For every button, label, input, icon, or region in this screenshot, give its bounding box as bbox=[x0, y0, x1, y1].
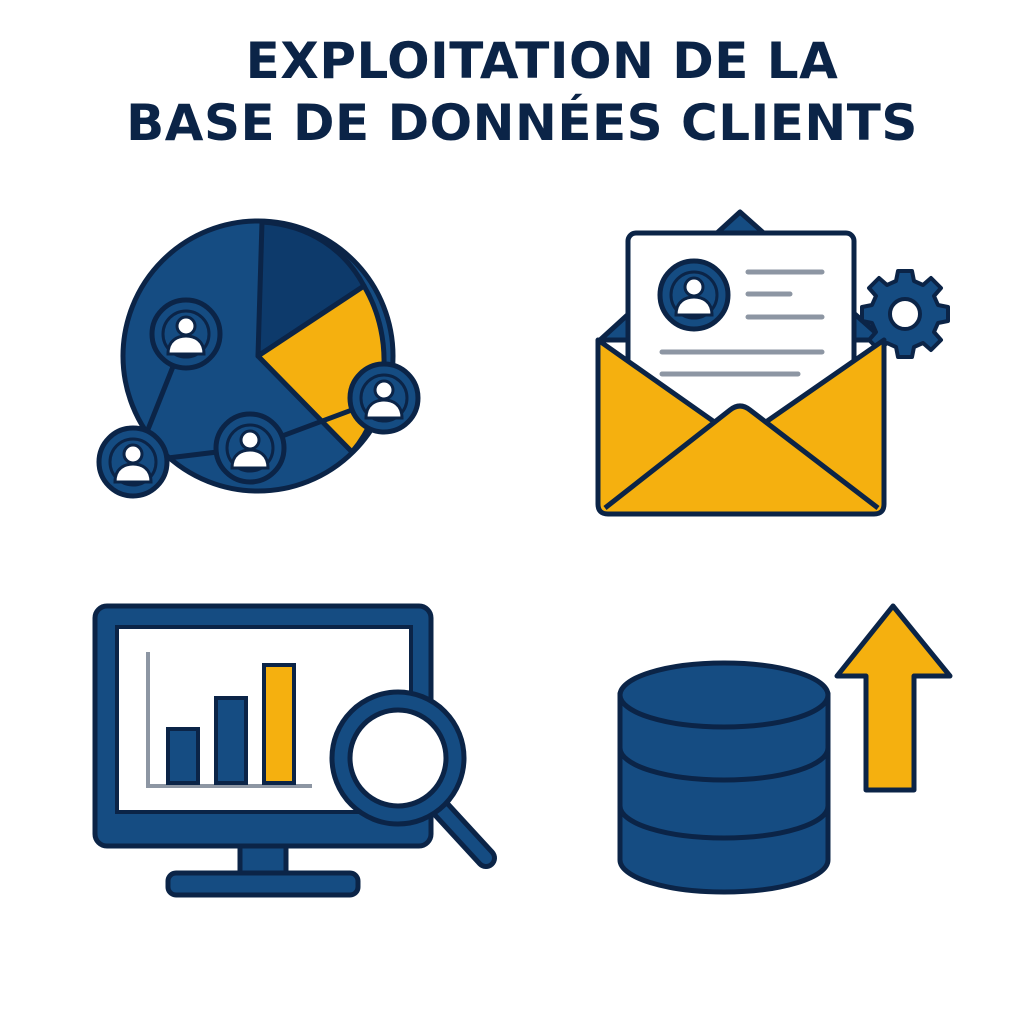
title-line-2: BASE DE DONNÉES CLIENTS bbox=[126, 94, 918, 152]
magnifier-icon bbox=[329, 689, 497, 869]
chart-bar bbox=[214, 696, 248, 785]
customer-node-icon bbox=[213, 411, 287, 485]
customer-node-icon bbox=[149, 297, 223, 371]
customer-node-icon bbox=[347, 361, 421, 435]
title-line-1: EXPLOITATION DE LA bbox=[245, 32, 839, 90]
arrow-up-icon bbox=[834, 603, 953, 793]
chart-bar bbox=[262, 663, 296, 785]
page-title: EXPLOITATION DE LA BASE DE DONNÉES CLIEN… bbox=[0, 30, 1024, 154]
monitor-analytics-icon bbox=[92, 603, 497, 898]
email-customer-profile-icon bbox=[595, 209, 950, 517]
chart-bar bbox=[166, 727, 200, 785]
pie-chart-customers-icon bbox=[96, 218, 421, 499]
gear-icon bbox=[860, 269, 950, 359]
profile-avatar-icon bbox=[657, 258, 731, 332]
database-growth-icon bbox=[617, 603, 953, 895]
customer-node-icon bbox=[96, 425, 170, 499]
